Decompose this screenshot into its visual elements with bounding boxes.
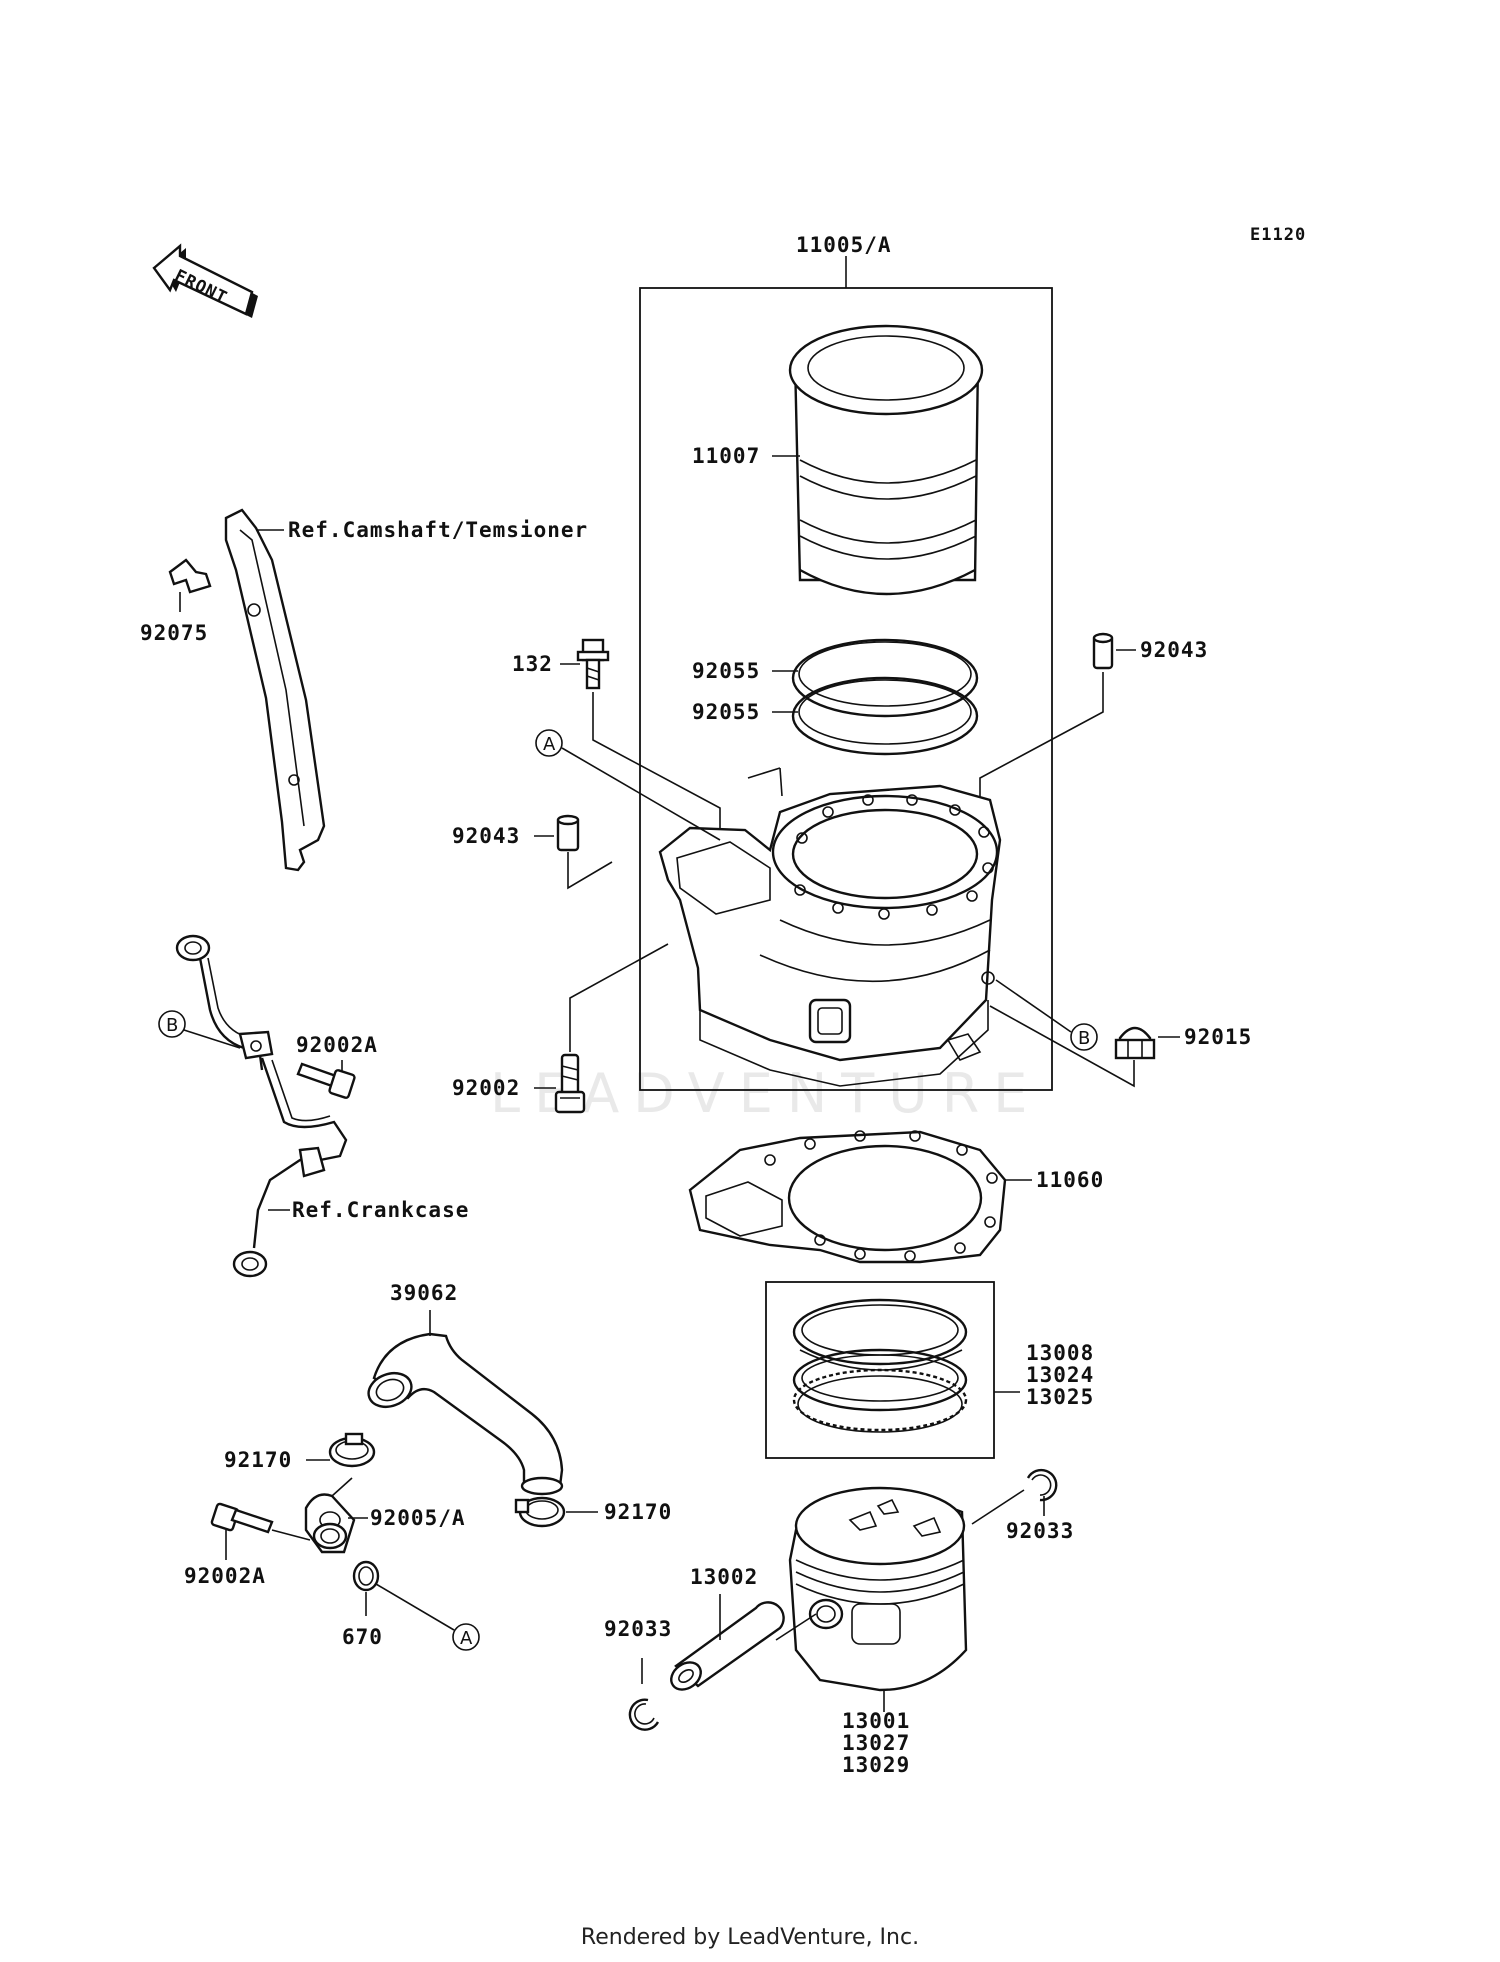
footer-credit: Rendered by LeadVenture, Inc.	[580, 1925, 920, 1950]
sleeve-ring-icon	[791, 638, 979, 756]
callout-b-left: B	[158, 1010, 186, 1038]
label-piston-2: 13027	[842, 1731, 910, 1755]
label-dowel-left: 92043	[452, 824, 520, 848]
stud-bolt-icon	[554, 1053, 586, 1114]
label-oil-pipe-bolt: 92002A	[296, 1033, 378, 1057]
fitting-bolt-icon	[210, 1502, 274, 1534]
label-sleeve: 11007	[692, 444, 760, 468]
label-bolt-132: 132	[512, 652, 553, 676]
oil-pipe-icon	[175, 934, 348, 1278]
fitting-icon	[304, 1493, 356, 1554]
head-gasket-icon	[688, 1130, 1007, 1264]
label-cap-nut: 92015	[1184, 1025, 1252, 1049]
callout-b-right-letter: B	[1078, 1028, 1090, 1049]
label-clamp-right: 92170	[604, 1500, 672, 1524]
clamp-right-icon	[514, 1496, 566, 1528]
circlip-left-icon	[628, 1698, 660, 1731]
piston-rings-icon	[792, 1298, 968, 1433]
label-sleeve-ring-upper: 92055	[692, 659, 760, 683]
clamp-left-icon	[328, 1432, 376, 1468]
cylinder-sleeve-icon	[788, 324, 984, 596]
piston-rings-box	[765, 1281, 995, 1459]
callout-b-right: B	[1070, 1023, 1098, 1051]
piston-icon	[788, 1486, 968, 1692]
label-clamp-left: 92170	[224, 1448, 292, 1472]
label-ref-crankcase: Ref.Crankcase	[292, 1198, 469, 1222]
dowel-right-icon	[1092, 632, 1114, 670]
label-piston-ring-1: 13008	[1026, 1341, 1094, 1365]
label-chain-guide-bracket: 92075	[140, 621, 208, 645]
cylinder-block-icon	[658, 767, 1002, 1087]
label-piston-pin: 13002	[690, 1565, 758, 1589]
callout-a-bottom-letter: A	[460, 1628, 473, 1649]
callout-a-bottom: A	[452, 1623, 480, 1651]
bolt-132-icon	[576, 638, 610, 690]
label-piston-ring-2: 13024	[1026, 1363, 1094, 1387]
cap-nut-icon	[1114, 1026, 1156, 1060]
hose-icon	[367, 1332, 564, 1496]
chain-guide-bracket-icon	[168, 558, 212, 594]
label-circlip-left: 92033	[604, 1617, 672, 1641]
label-stud-bolt: 92002	[452, 1076, 520, 1100]
label-sleeve-ring-lower: 92055	[692, 700, 760, 724]
chain-guide-icon	[224, 508, 326, 872]
label-fitting-bolt: 92002A	[184, 1564, 266, 1588]
label-circlip-right: 92033	[1006, 1519, 1074, 1543]
dowel-left-icon	[556, 814, 580, 852]
callout-a-top: A	[535, 729, 563, 757]
callout-b-left-letter: B	[166, 1015, 178, 1036]
label-o-ring: 670	[342, 1625, 383, 1649]
label-piston-1: 13001	[842, 1709, 910, 1733]
label-ref-camshaft: Ref.Camshaft/Temsioner	[288, 518, 588, 542]
label-piston-ring-3: 13025	[1026, 1385, 1094, 1409]
o-ring-icon	[352, 1560, 380, 1592]
piston-pin-icon	[670, 1601, 785, 1691]
label-hose: 39062	[390, 1281, 458, 1305]
oil-pipe-bolt-icon	[296, 1062, 356, 1099]
diagram-code: E1120	[1250, 225, 1306, 245]
label-piston-3: 13029	[842, 1753, 910, 1777]
front-arrow-icon: FRONT	[152, 243, 258, 318]
callout-a-top-letter: A	[543, 734, 556, 755]
label-fitting: 92005/A	[370, 1506, 466, 1530]
label-dowel-right: 92043	[1140, 638, 1208, 662]
label-cylinder-assy: 11005/A	[796, 233, 892, 257]
circlip-right-icon	[1026, 1468, 1058, 1502]
label-head-gasket: 11060	[1036, 1168, 1104, 1192]
